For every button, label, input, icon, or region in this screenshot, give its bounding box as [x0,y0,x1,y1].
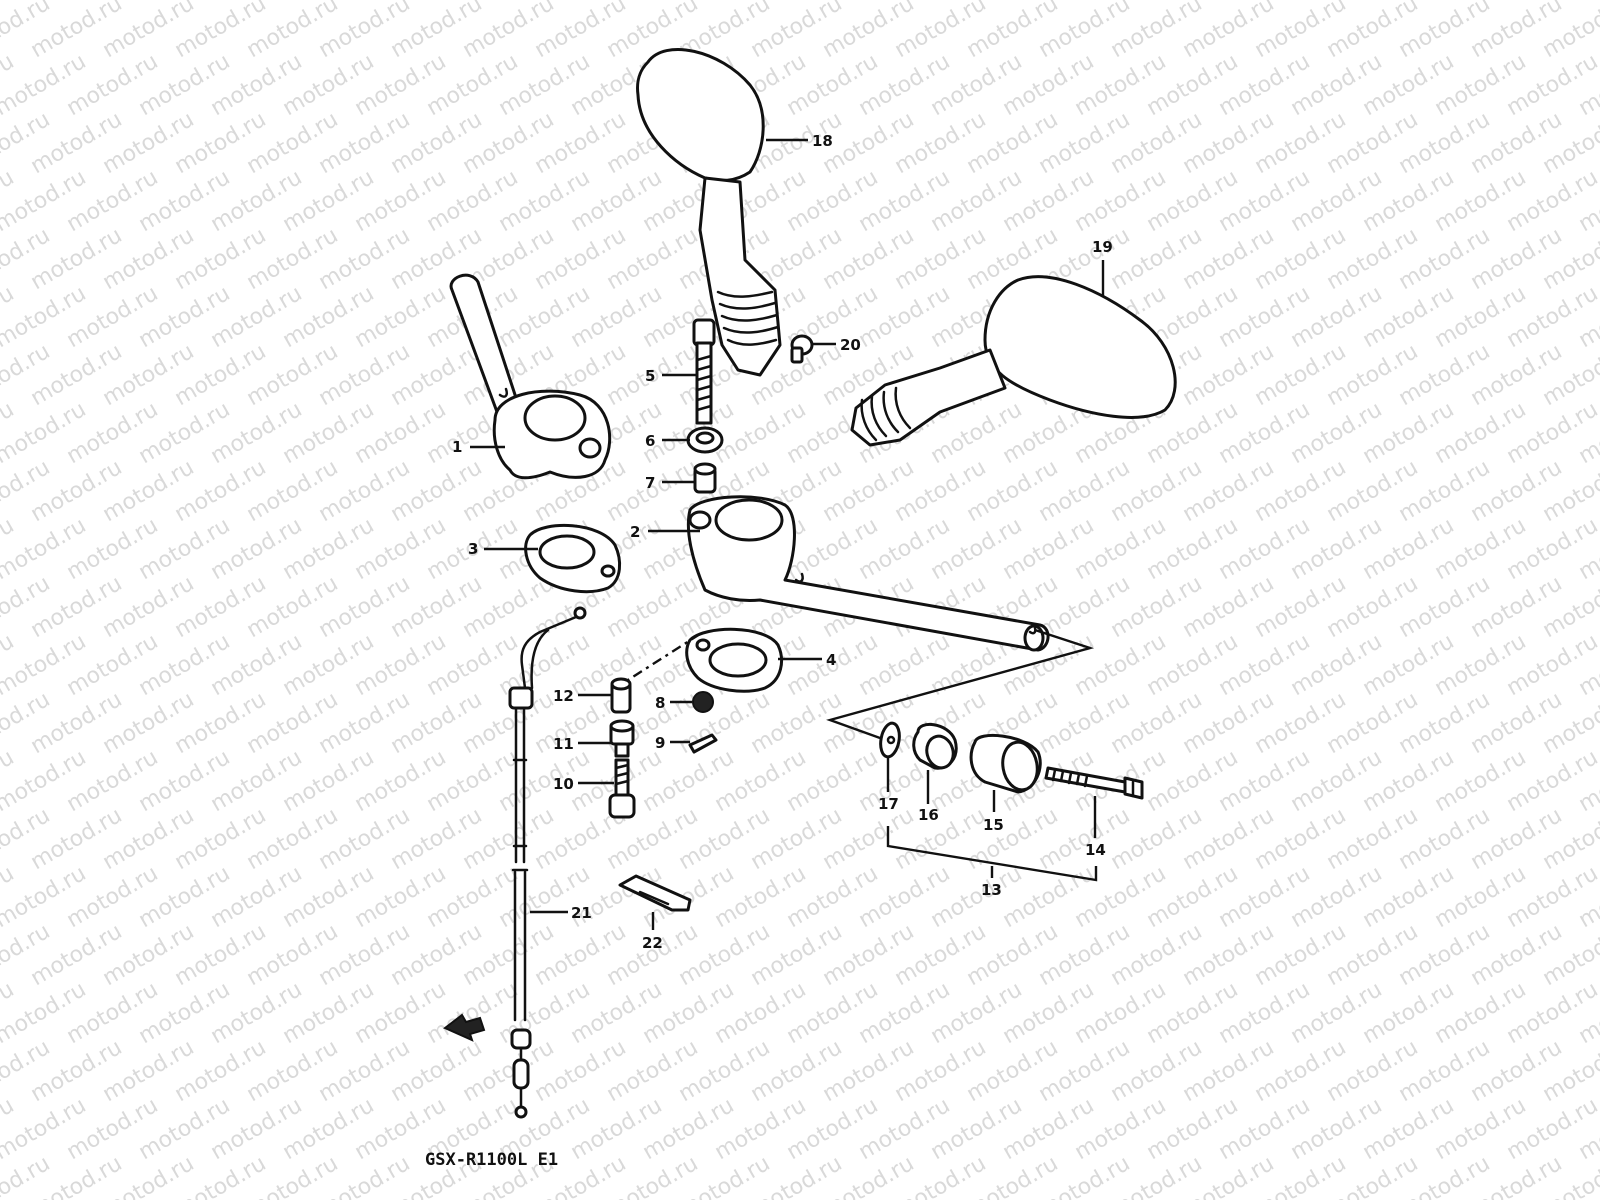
callout-13: 13 [981,881,1002,899]
weight-16 [912,723,958,770]
callout-4: 4 [826,651,836,669]
bolt-10 [608,758,636,819]
callout-5: 5 [645,367,655,385]
bolt-5 [692,318,716,425]
callout-14: 14 [1085,841,1106,859]
callout-22: 22 [642,934,663,952]
nut-11 [609,719,635,758]
callout-8: 8 [655,694,665,712]
callout-19: 19 [1092,238,1113,256]
callout-7: 7 [645,474,655,492]
callout-6: 6 [645,432,655,450]
throttle-cable [508,606,587,1119]
shim-4 [685,627,783,693]
front-direction-arrow-icon [443,1013,486,1042]
callout-1: 1 [452,438,462,456]
screw-14 [1044,766,1144,800]
callout-2: 2 [630,523,640,541]
callout-3: 3 [468,540,478,558]
left-handlebar [449,273,612,480]
callout-21: 21 [571,904,592,922]
nut-6 [686,426,724,454]
bracket-22 [618,874,692,912]
spacer-7 [693,462,717,494]
callout-labels: 1 2 3 4 5 6 7 8 9 10 11 12 13 14 15 16 1… [452,132,1113,952]
callout-10: 10 [553,775,574,793]
plug-8 [692,691,714,713]
callout-18: 18 [812,132,833,150]
spacer-12 [610,677,632,714]
leader-lines [470,138,1105,930]
mirror-left [636,48,782,377]
model-label: GSX-R1100L E1 [425,1150,558,1170]
callout-9: 9 [655,734,665,752]
weight-15 [969,733,1042,794]
washer-17 [879,721,901,759]
watermark-text: motod.ru [1575,0,1600,5]
callout-11: 11 [553,735,574,753]
clip-9 [688,733,718,754]
shim-3 [524,523,622,594]
callout-20: 20 [840,336,861,354]
right-handlebar [686,495,1050,652]
callout-17: 17 [878,795,899,813]
callout-16: 16 [918,806,939,824]
mirror-right [850,275,1177,447]
callout-12: 12 [553,687,574,705]
callout-15: 15 [983,816,1004,834]
